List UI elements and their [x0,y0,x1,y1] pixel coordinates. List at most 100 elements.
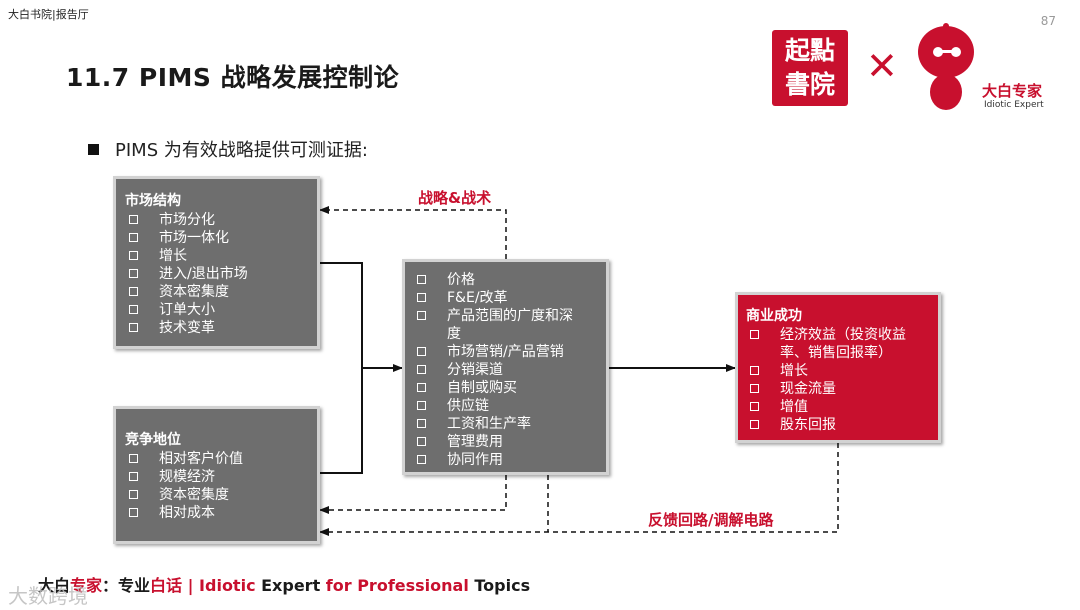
list-item: 增长 [125,247,309,265]
item-label: 规模经济 [159,469,215,485]
list-item: 供应链 [413,397,586,415]
list-item: 市场营销/产品营销 [413,343,586,361]
checkbox-icon [129,269,138,278]
checkbox-icon [417,311,426,320]
list-item: 自制或购买 [413,379,586,397]
item-label: 工资和生产率 [447,416,531,432]
feedback-connector-1 [319,475,507,514]
checkbox-icon [417,455,426,464]
list-item: 市场分化 [125,211,309,229]
page-title: 11.7 PIMS 战略发展控制论 [66,63,400,92]
list-item: 技术变革 [125,319,309,337]
list-item: 产品范围的广度和深度 [413,307,586,343]
item-label: 经济效益（投资收益率、销售回报率） [780,327,906,361]
competitive-position-title: 竞争地位 [125,432,181,448]
list-item: 分销渠道 [413,361,586,379]
footer-part: 大白 [38,576,71,595]
checkbox-icon [417,347,426,356]
logo-line-1: 起點 [784,36,835,65]
list-item: F&E/改革 [413,289,586,307]
list-item: 订单大小 [125,301,309,319]
competition-connector [320,368,363,474]
item-label: 进入/退出市场 [159,266,248,282]
item-label: 技术变革 [159,320,215,336]
item-label: 协同作用 [447,452,503,468]
footer-part: Topics [474,576,531,595]
mascot-subtitle: Idiotic Expert [984,100,1044,110]
business-success-box: 商业成功 经济效益（投资收益率、销售回报率） 增长 现金流量 增值 股东回报 [735,292,941,443]
item-label: 市场一体化 [159,230,229,246]
item-label: 订单大小 [159,302,215,318]
item-label: 分销渠道 [447,362,503,378]
bullet-point: PIMS 为有效战略提供可测证据: [88,136,368,162]
list-item: 规模经济 [125,468,309,486]
mascot-name: 大白专家 [982,82,1043,100]
item-label: 增长 [780,363,808,379]
checkbox-icon [129,454,138,463]
footer-part: for Professional [320,576,475,595]
list-item: 管理费用 [413,433,586,451]
footer-part: | Idiotic [182,576,262,595]
footer-part: Expert [261,576,321,595]
item-label: 产品范围的广度和深度 [447,308,573,342]
item-label: 相对成本 [159,505,215,521]
logo-line-2: 書院 [784,70,835,99]
market-structure-title: 市场结构 [125,193,181,209]
item-label: 自制或购买 [447,380,517,396]
checkbox-icon [129,233,138,242]
business-success-title: 商业成功 [746,308,802,324]
item-label: 市场营销/产品营销 [447,344,564,360]
list-item: 增长 [746,362,926,380]
footer-tagline: 大白专家：专业白话 | Idiotic Expert for Professio… [38,572,530,596]
feedback-label: 反馈回路/调解电路 [648,511,774,529]
checkbox-icon [417,401,426,410]
checkbox-icon [129,305,138,314]
list-item: 进入/退出市场 [125,265,309,283]
checkbox-icon [129,323,138,332]
page-number: 87 [1040,14,1056,28]
item-label: 现金流量 [780,381,836,397]
list-item: 相对成本 [125,504,309,522]
list-item: 经济效益（投资收益率、销售回报率） [746,326,926,362]
times-icon: ✕ [866,44,898,88]
footer-part: 专家 [70,576,103,595]
strategy-factors-box: 价格 F&E/改革 产品范围的广度和深度 市场营销/产品营销 分销渠道 自制或购… [402,259,609,475]
checkbox-icon [129,215,138,224]
footer-part: ：专业 [102,576,151,595]
list-item: 现金流量 [746,380,926,398]
mascot-icon [918,23,974,110]
checkbox-icon [129,490,138,499]
checkbox-icon [129,251,138,260]
checkbox-icon [417,293,426,302]
checkbox-icon [750,420,759,429]
bullet-square-icon [88,144,99,155]
item-label: 价格 [447,272,475,288]
list-item: 协同作用 [413,451,586,469]
list-item: 工资和生产率 [413,415,586,433]
checkbox-icon [417,275,426,284]
checkbox-icon [417,383,426,392]
strategy-tactics-label: 战略&战术 [418,189,492,207]
item-label: 相对客户价值 [159,451,243,467]
item-label: F&E/改革 [447,290,508,306]
market-connector [320,262,363,368]
checkbox-icon [750,366,759,375]
list-item: 增值 [746,398,926,416]
checkbox-icon [417,419,426,428]
market-structure-box: 市场结构 市场分化 市场一体化 增长 进入/退出市场 资本密集度 订单大小 技术… [113,176,320,349]
feedback-connector-2 [319,443,839,536]
item-label: 市场分化 [159,212,215,228]
list-item: 资本密集度 [125,486,309,504]
bullet-text: PIMS 为有效战略提供可测证据: [115,140,368,161]
checkbox-icon [129,508,138,517]
checkbox-icon [129,287,138,296]
item-label: 管理费用 [447,434,503,450]
list-item: 市场一体化 [125,229,309,247]
checkbox-icon [417,365,426,374]
item-label: 资本密集度 [159,284,229,300]
watermark: 大数跨境 [8,584,88,608]
item-label: 股东回报 [780,417,836,433]
list-item: 股东回报 [746,416,926,434]
checkbox-icon [750,330,759,339]
